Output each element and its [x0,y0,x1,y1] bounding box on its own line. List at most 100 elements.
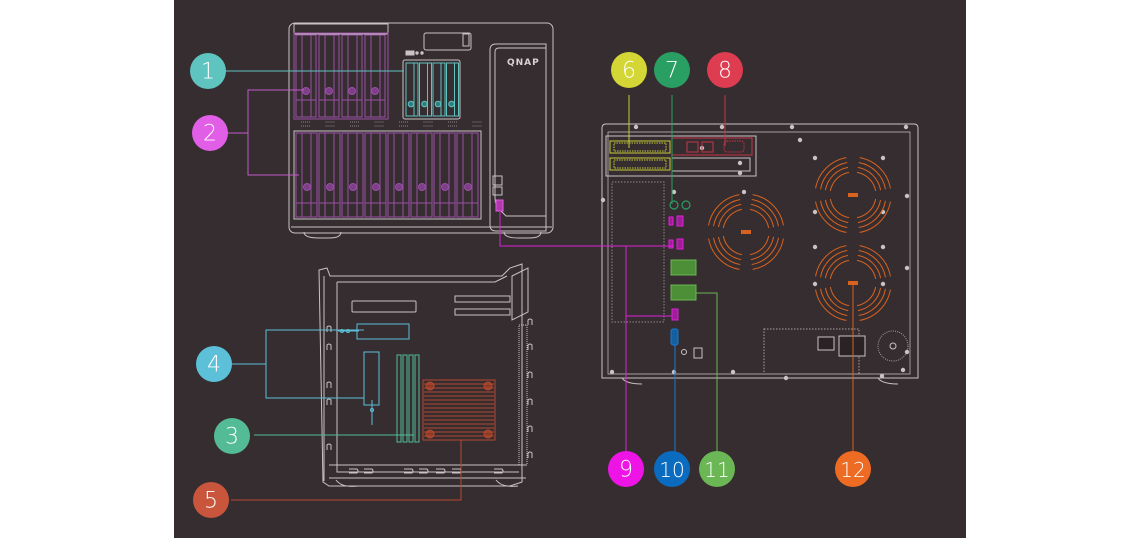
rear-screw [719,124,725,130]
fan-blade-arc [820,250,848,278]
interior-top-rail [337,275,508,283]
fan-blade-arc [858,200,886,228]
leader-line-4 [232,329,364,399]
ssd-tray [405,62,419,117]
interior-side-vent [518,324,528,466]
bottom-clip [494,468,504,474]
sata-connector-top [454,295,511,303]
fan-blade-arc [829,259,850,280]
badge-circle [190,53,226,89]
callout-badge-10[interactable]: 10 [654,451,690,487]
front-upper-bays [293,32,389,120]
callout-badge-12[interactable]: 12 [835,451,871,487]
front-status-led [405,50,415,56]
ssd-tray [419,62,432,117]
hdd-tray-latch [372,183,380,191]
callout-badge-3[interactable]: 3 [214,418,250,454]
fan-blade-arc [722,235,743,256]
badge-circle [707,52,743,88]
callout-badge-4[interactable]: 4 [196,346,232,382]
fan-blade-arc [856,171,877,192]
diagram-canvas: QNAP [174,0,966,538]
usb-ports [668,215,684,321]
badge-number: 2 [203,122,217,147]
fan-blade-arc [751,199,779,227]
callout-badge-9[interactable]: 9 [608,451,644,487]
rail-clip [527,425,533,432]
badge-number: 4 [207,353,221,378]
fan-blade-arc [820,288,848,316]
fan-blade-arc [750,203,775,228]
rail-clip [527,451,533,458]
fan-blade-arc [751,237,779,265]
rear-screw [737,160,743,166]
hdd-tray [295,34,317,118]
m2-slots [338,323,410,425]
rear-kensington [681,349,687,355]
rear-foot-right [877,377,899,385]
fan-blade-arc [859,245,891,277]
rail-clip [527,318,533,325]
fan-blade-arc [708,194,740,226]
callout-badge-1[interactable]: 1 [190,53,226,89]
fan-blade-arc [859,201,891,233]
rear-screw [671,189,677,195]
hdd-tray [364,34,386,118]
callout-badge-7[interactable]: 7 [654,52,690,88]
badge-circle [699,451,735,487]
fan-blade-arc [857,199,882,224]
audio-jack-line-out [681,200,691,210]
badge-number: 7 [665,59,679,84]
lan-port-pair [670,259,697,276]
pcie-cards [609,140,671,171]
rail-clip [326,325,332,332]
psu-power-switch [817,336,835,351]
network-card-port [701,141,714,153]
fan-blade-arc [815,245,847,277]
hdd-tray-latch [349,183,357,191]
hdd-tray-latch [326,183,334,191]
front-lcd-display [423,32,472,51]
fan-blade-arc [820,162,848,190]
fan-blade-arc [717,203,742,228]
rear-reset-button [693,347,703,359]
callout-badge-11[interactable]: 11 [699,451,735,487]
ssd-tray [446,62,459,117]
fan-blade-arc [752,194,784,226]
hdd-tray-latch [441,183,449,191]
network-card-connector [723,140,745,153]
badge-number: 9 [619,458,633,483]
fan-blade-arc [856,259,877,280]
lan-port-pair [670,284,697,301]
callout-badge-6[interactable]: 6 [611,52,647,88]
callout-badge-8[interactable]: 8 [707,52,743,88]
hdd-tray [387,132,410,218]
interior-foot-right [495,479,519,487]
usb-port [676,238,684,250]
rail-clip [527,398,533,405]
diagram-svg: QNAP [190,22,919,518]
callout-badge-5[interactable]: 5 [193,482,229,518]
front-copy-button [492,186,503,196]
fan-blade-arc [829,286,850,307]
ssd-tray-latch [434,100,442,108]
psu-power-inlet [838,335,866,357]
ram-slots [396,354,420,443]
rail-clip [326,381,332,388]
badge-circle [654,451,690,487]
rear-screw [783,375,789,381]
fan-blade-arc [749,208,770,229]
callout-badge-2[interactable]: 2 [192,115,228,151]
fan-blade-arc [824,254,849,279]
rear-screw [903,124,909,130]
pcie-blank-slot [671,157,751,172]
fan-blade-arc [824,287,849,312]
rear-screw [633,124,639,130]
rear-screw [904,265,910,271]
upper-bay-frame [293,32,389,120]
fan-blade-arc [858,250,886,278]
hdd-tray-latch [418,183,426,191]
fan-blade-arc [856,286,877,307]
rear-screw [671,369,677,375]
usb-port [668,239,674,249]
